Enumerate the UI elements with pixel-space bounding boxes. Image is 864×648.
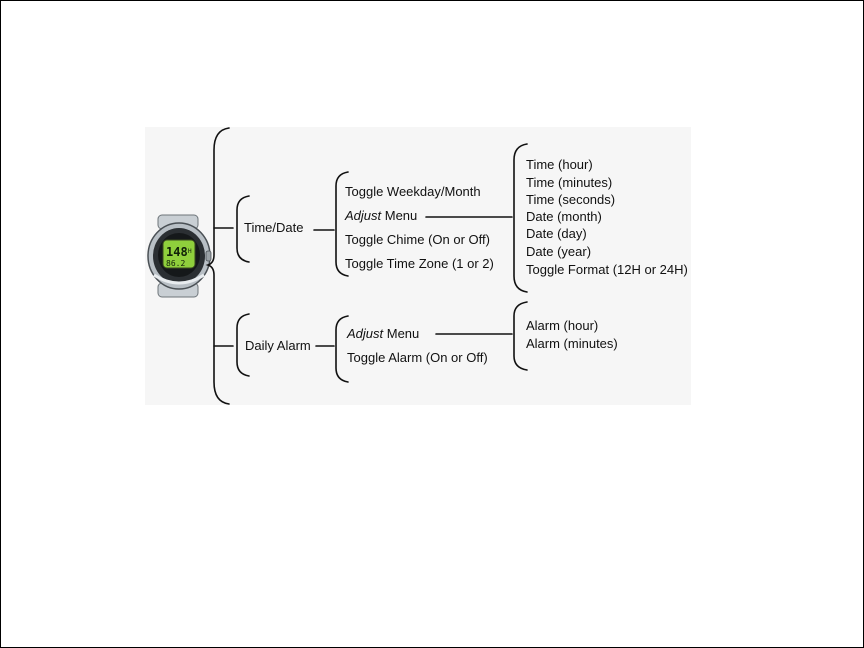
time-adjust-item: Time (hour) bbox=[526, 157, 593, 173]
time-date-label: Time/Date bbox=[244, 220, 303, 236]
time-adjust-item: Date (year) bbox=[526, 244, 591, 260]
alarm-adjust-item: Alarm (minutes) bbox=[526, 336, 618, 352]
time-date-adjust-menu: Adjust Menu bbox=[345, 208, 417, 224]
daily-alarm-label: Daily Alarm bbox=[245, 338, 311, 354]
menu-suffix: Menu bbox=[381, 208, 417, 223]
time-adjust-item: Time (minutes) bbox=[526, 175, 612, 191]
menu-suffix: Menu bbox=[383, 326, 419, 341]
time-adjust-item: Toggle Format (12H or 24H) bbox=[526, 262, 688, 278]
adjust-prefix: Adjust bbox=[347, 326, 383, 341]
alarm-adjust-menu: Adjust Menu bbox=[347, 326, 419, 342]
time-adjust-item: Time (seconds) bbox=[526, 192, 615, 208]
time-adjust-item: Date (day) bbox=[526, 226, 587, 242]
root-bracket bbox=[208, 128, 229, 404]
time-date-item: Toggle Time Zone (1 or 2) bbox=[345, 256, 494, 272]
adjust-prefix: Adjust bbox=[345, 208, 381, 223]
time-date-item: Toggle Weekday/Month bbox=[345, 184, 481, 200]
alarm-item: Toggle Alarm (On or Off) bbox=[347, 350, 488, 366]
time-adjust-item: Date (month) bbox=[526, 209, 602, 225]
time-date-item: Toggle Chime (On or Off) bbox=[345, 232, 490, 248]
alarm-adjust-item: Alarm (hour) bbox=[526, 318, 598, 334]
